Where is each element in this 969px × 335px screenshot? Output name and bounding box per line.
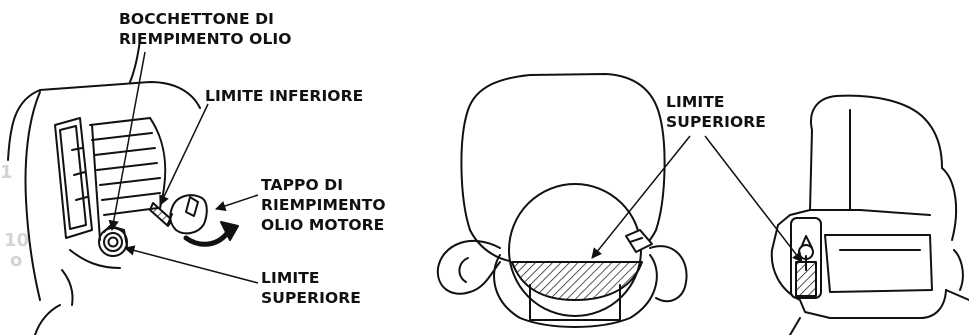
label-engine-oil-cap-line3: OLIO MOTORE (261, 215, 386, 235)
label-oil-fill-neck: BOCCHETTONE DI RIEMPIMENTO OLIO (119, 9, 292, 49)
engine-right-view (772, 96, 969, 335)
label-upper-limit-left-line2: SUPERIORE (261, 288, 361, 308)
label-upper-limit-right-line1: LIMITE (666, 92, 766, 112)
engine-side-view (8, 40, 238, 335)
svg-text:o: o (10, 250, 22, 271)
label-upper-limit-left: LIMITE SUPERIORE (261, 268, 361, 308)
leader-lines-right (705, 136, 802, 262)
label-engine-oil-cap: TAPPO DI RIEMPIMENTO OLIO MOTORE (261, 175, 386, 235)
svg-text:1: 1 (0, 162, 13, 183)
label-engine-oil-cap-line1: TAPPO DI (261, 175, 386, 195)
label-upper-limit-right-line2: SUPERIORE (666, 112, 766, 132)
svg-text:10: 10 (4, 230, 29, 251)
label-engine-oil-cap-line2: RIEMPIMENTO (261, 195, 386, 215)
label-oil-fill-neck-line2: RIEMPIMENTO OLIO (119, 29, 292, 49)
label-lower-limit-line1: LIMITE INFERIORE (205, 86, 363, 106)
label-upper-limit-right: LIMITE SUPERIORE (666, 92, 766, 132)
label-oil-fill-neck-line1: BOCCHETTONE DI (119, 9, 292, 29)
engine-front-view (438, 74, 687, 327)
label-lower-limit: LIMITE INFERIORE (205, 86, 363, 106)
label-upper-limit-left-line1: LIMITE (261, 268, 361, 288)
